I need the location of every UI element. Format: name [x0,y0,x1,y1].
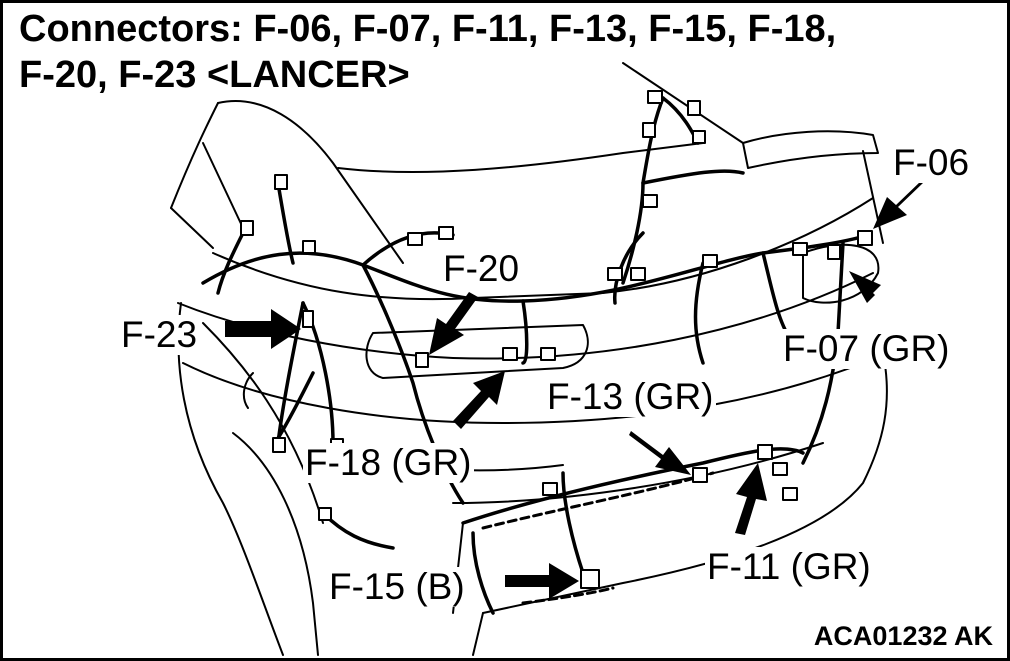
arrow-f23 [225,309,301,349]
figure-code: ACA01232 AK [813,621,993,651]
label-f15: F-15 (B) [327,566,467,607]
arrow-f20 [429,292,478,355]
label-f06: F-06 [891,142,972,183]
connectors [240,90,873,589]
arrow-f13 [629,431,691,475]
label-f13: F-13 (GR) [545,376,716,417]
label-f11: F-11 (GR) [705,546,873,587]
harness-tape-stripes [481,471,715,605]
diagram-title-line-1: Connectors: F-06, F-07, F-11, F-13, F-15… [19,8,837,50]
diagram-title-line-2: F-20, F-23 <LANCER> [19,54,410,96]
arrow-f07 [849,271,903,323]
arrow-f06 [873,181,923,229]
callout-arrows [225,181,923,599]
arrow-f18 [453,371,505,429]
label-f18: F-18 (GR) [303,442,474,483]
label-f20: F-20 [441,248,522,289]
label-f23: F-23 [119,314,200,355]
vehicle-rear-wiring-illustration [170,62,923,656]
label-f07: F-07 (GR) [781,328,952,369]
arrow-f15 [505,563,579,599]
car-body-outline [170,62,889,656]
arrow-f11 [735,463,767,535]
wiring-harness [201,96,870,615]
